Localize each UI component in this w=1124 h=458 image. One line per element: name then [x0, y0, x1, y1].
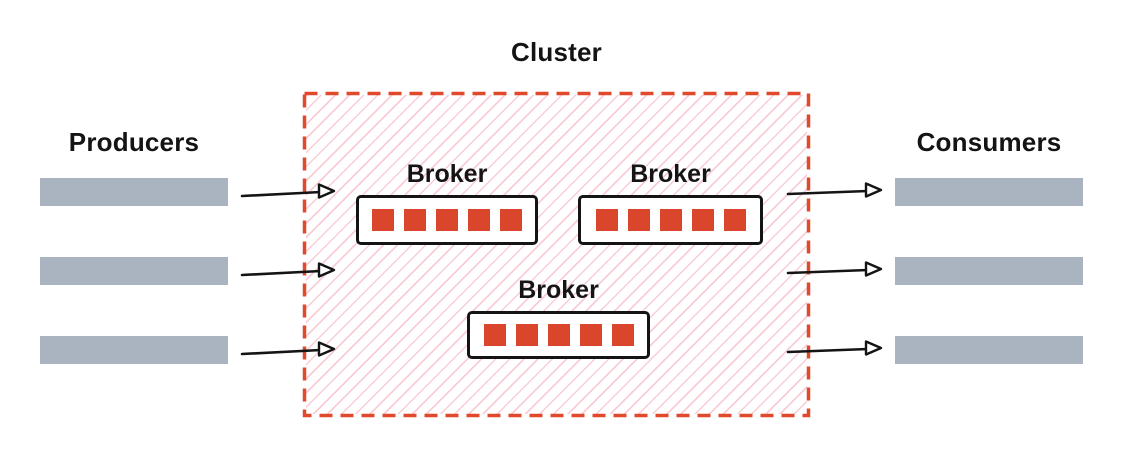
broker-box	[578, 195, 763, 245]
partition-square	[595, 209, 618, 231]
producer-list	[40, 178, 228, 364]
broker-label: Broker	[518, 276, 599, 304]
partition-square	[627, 209, 650, 231]
partition-square	[500, 209, 522, 231]
producers-label: Producers	[68, 127, 200, 157]
partition-square	[436, 209, 458, 231]
partition-square	[483, 324, 506, 346]
consumer-list	[895, 178, 1083, 364]
broker-label: Broker	[630, 160, 711, 188]
partition-square	[723, 209, 746, 231]
partition-square	[579, 324, 602, 346]
broker-group: Broker	[578, 158, 763, 245]
partition-square	[515, 324, 538, 346]
consumers-label: Consumers	[916, 127, 1062, 157]
producer-bar	[40, 257, 228, 285]
partition-square	[547, 324, 570, 346]
broker-box	[356, 195, 538, 245]
partition-square	[611, 324, 634, 346]
consumer-bar	[895, 178, 1083, 206]
broker-group: Broker	[356, 158, 538, 245]
cluster-box	[306, 95, 807, 414]
partition-square	[659, 209, 682, 231]
broker-box	[467, 311, 650, 359]
partition-square	[691, 209, 714, 231]
consumer-bar	[895, 257, 1083, 285]
producer-bar	[40, 178, 228, 206]
producer-bar	[40, 336, 228, 364]
partition-square	[372, 209, 394, 231]
broker-label: Broker	[406, 160, 488, 188]
cluster-title: Cluster	[511, 37, 602, 67]
consumer-bar	[895, 336, 1083, 364]
broker-group: Broker	[467, 274, 650, 359]
partition-square	[404, 209, 426, 231]
partition-square	[468, 209, 490, 231]
